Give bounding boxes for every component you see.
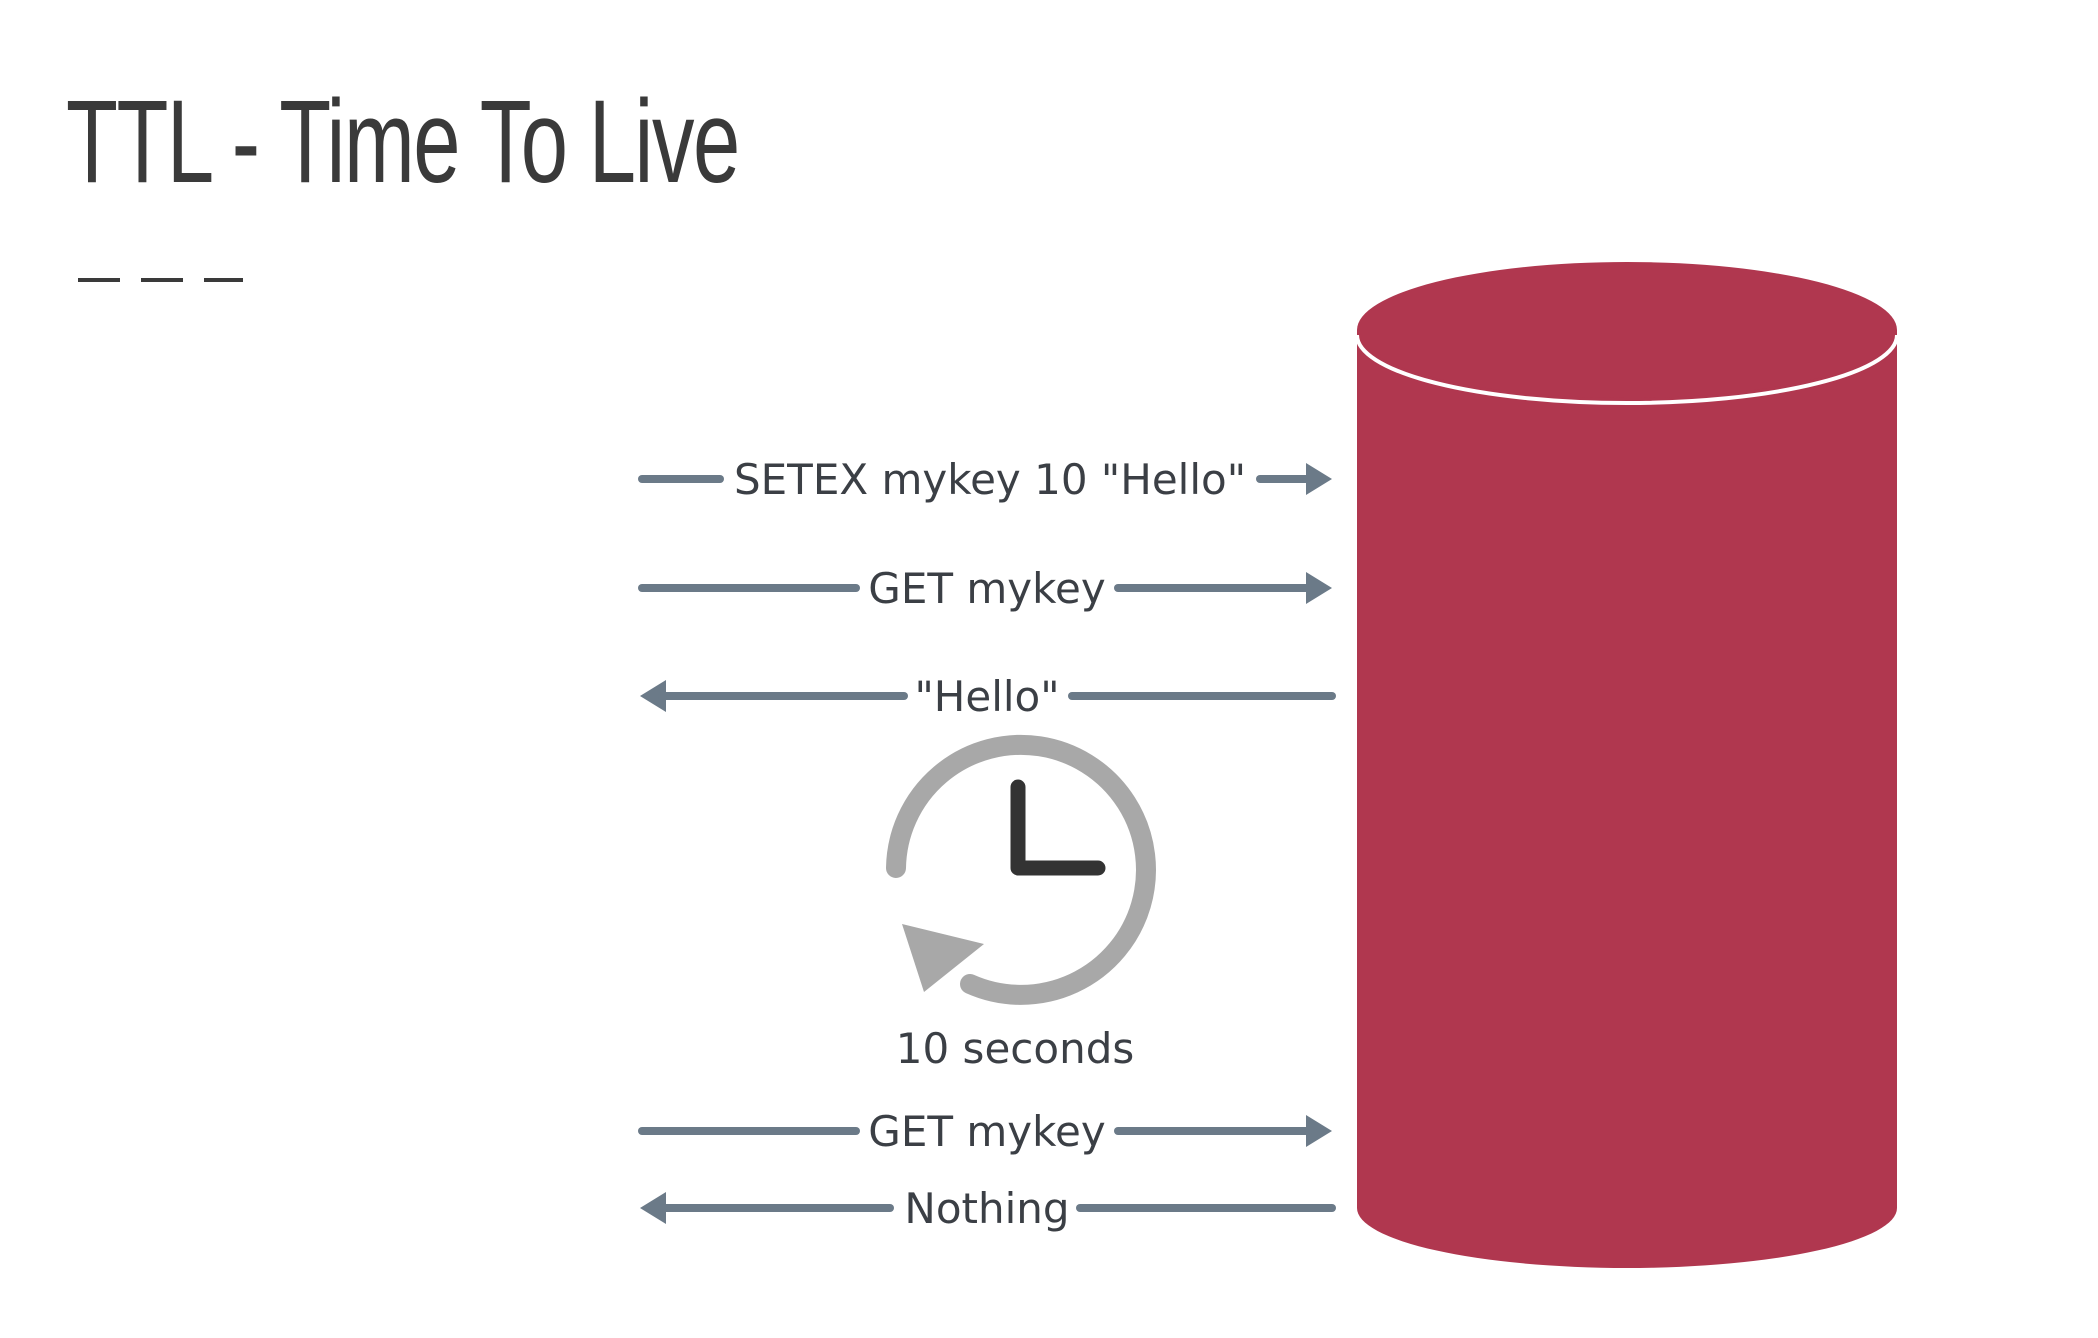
title-divider: [78, 278, 243, 282]
arrow-right-icon: [1306, 572, 1332, 604]
message-label: SETEX mykey 10 "Hello": [734, 455, 1246, 504]
clock-circle: [886, 734, 1156, 1005]
message-label: GET mykey: [868, 1107, 1105, 1156]
message-nothing-response: Nothing: [640, 1184, 1336, 1233]
database-cylinder-icon: [1355, 262, 1899, 1268]
arrow-left-icon: [640, 1192, 666, 1224]
arrow-left-icon: [640, 680, 666, 712]
timer-label: 10 seconds: [896, 1024, 1134, 1073]
slide-title: TTL - Time To Live: [66, 76, 740, 208]
counterclockwise-arrow-icon: [902, 924, 984, 992]
database-rim: [1355, 334, 1899, 405]
arrow-right-icon: [1306, 1115, 1332, 1147]
message-label: GET mykey: [868, 564, 1105, 613]
clock-icon: [886, 734, 1156, 1005]
message-get-2: GET mykey: [638, 1107, 1332, 1156]
message-setex: SETEX mykey 10 "Hello": [638, 455, 1332, 504]
message-hello-response: "Hello": [640, 672, 1336, 721]
database-top: [1357, 262, 1897, 398]
clock-hands: [1010, 779, 1106, 876]
arrow-right-icon: [1306, 463, 1332, 495]
message-label: "Hello": [914, 672, 1059, 721]
message-label: Nothing: [904, 1184, 1069, 1233]
database-body: [1357, 330, 1897, 1268]
message-get-1: GET mykey: [638, 564, 1332, 613]
